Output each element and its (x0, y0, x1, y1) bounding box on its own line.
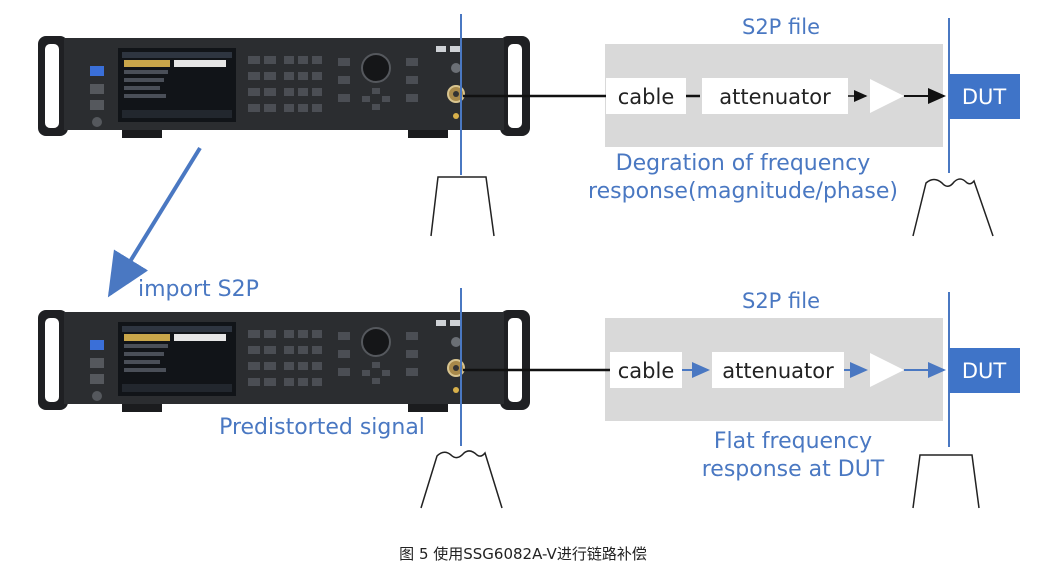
amplifier-triangle-top (870, 79, 904, 113)
dut-label-top: DUT (962, 85, 1007, 109)
flat-response-note-line1: Flat frequency (714, 429, 872, 454)
cable-label-top: cable (618, 85, 675, 109)
degradation-note-line2: response(magnitude/phase) (588, 179, 898, 204)
cable-box-top (606, 78, 686, 114)
attenuator-box-bottom (712, 352, 844, 388)
attenuator-box-top (702, 78, 848, 114)
amplifier-triangle-bottom (870, 353, 904, 387)
signal-generator-bottom (37, 309, 531, 413)
dut-box-top (949, 74, 1020, 119)
predistorted-signal-label: Predistorted signal (219, 415, 425, 440)
flat-response-shape-bottom (912, 454, 980, 509)
s2p-label-top: S2P file (742, 15, 820, 39)
predistorted-response-shape (420, 450, 503, 509)
flat-response-shape-top (430, 176, 495, 237)
cable-box-bottom (610, 352, 682, 388)
flat-response-note-line2: response at DUT (702, 457, 885, 482)
attenuator-label-bottom: attenuator (722, 359, 834, 383)
import-s2p-label: import S2P (138, 277, 259, 302)
s2p-label-bottom: S2P file (742, 289, 820, 313)
degradation-note-line1: Degration of frequency (616, 151, 871, 176)
dut-label-bottom: DUT (962, 359, 1007, 383)
signal-generator-top (37, 35, 531, 139)
import-arrow (107, 146, 202, 298)
cable-label-bottom: cable (618, 359, 675, 383)
attenuator-label-top: attenuator (719, 85, 831, 109)
figure-caption: 图 5 使用SSG6082A-V进行链路补偿 (399, 545, 647, 563)
dut-box-bottom (949, 348, 1020, 393)
degraded-response-shape (912, 178, 994, 237)
